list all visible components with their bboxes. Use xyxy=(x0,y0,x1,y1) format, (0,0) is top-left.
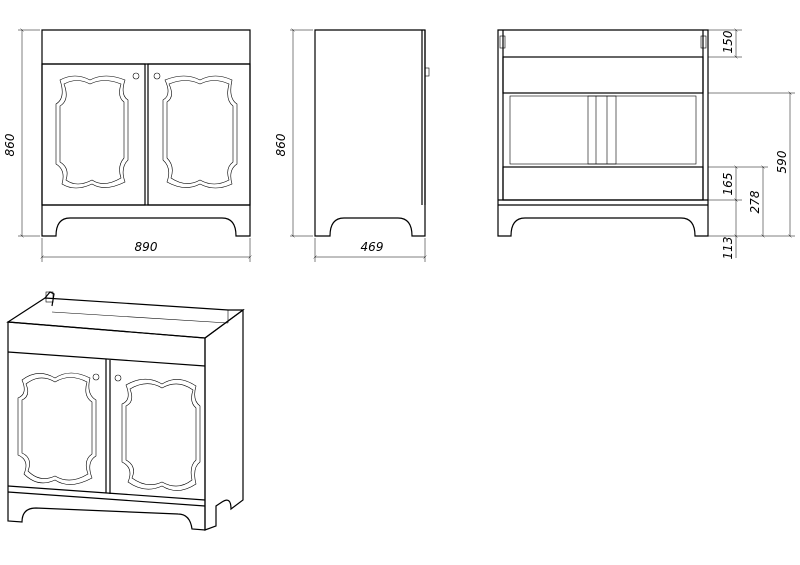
front-width-label: 890 xyxy=(135,240,158,254)
door-panel-right xyxy=(162,75,238,189)
plinth-label: 113 xyxy=(721,237,735,260)
side-view: 860 469 xyxy=(274,30,430,262)
top-rail-label: 150 xyxy=(721,30,735,53)
iso-panel-left xyxy=(17,372,97,485)
isometric-view xyxy=(6,291,245,531)
lower-rail-label: 165 xyxy=(721,173,735,196)
front-height-label: 860 xyxy=(3,133,17,156)
iso-panel-right xyxy=(121,378,201,491)
top-rail xyxy=(502,56,704,94)
lower-rail xyxy=(502,166,704,201)
door-panel-left xyxy=(55,75,129,189)
side-depth-label: 469 xyxy=(361,240,384,254)
back-view: 150 590 165 278 113 xyxy=(497,30,795,260)
front-view: 860 890 xyxy=(3,30,250,262)
side-height-label: 860 xyxy=(274,133,288,156)
shelf-height-label: 278 xyxy=(748,190,762,213)
overall-label: 590 xyxy=(775,150,789,173)
